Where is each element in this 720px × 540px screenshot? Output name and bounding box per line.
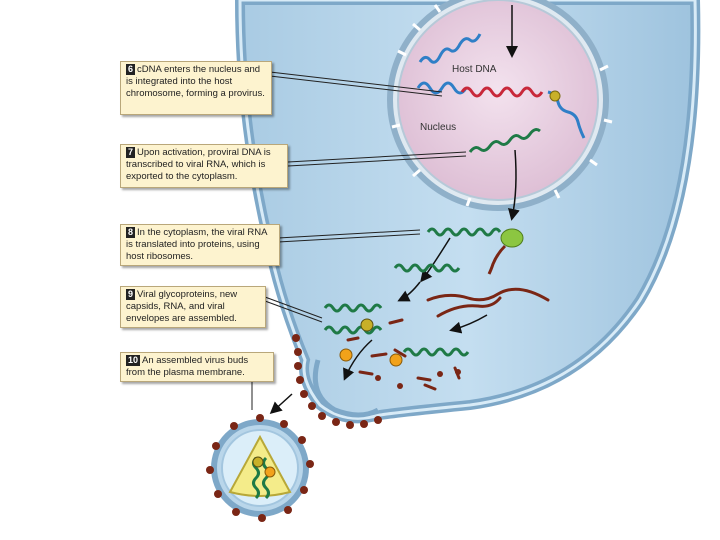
capsid-parts bbox=[339, 318, 403, 367]
viral-protein-dots bbox=[375, 369, 461, 389]
step-number: 10 bbox=[126, 355, 141, 366]
leader-lines bbox=[251, 71, 467, 410]
integrase-marker bbox=[549, 90, 561, 102]
assembly-rna bbox=[323, 303, 470, 357]
step-number: 9 bbox=[126, 289, 136, 300]
ribosome bbox=[500, 228, 524, 248]
nascent-protein bbox=[487, 244, 507, 275]
host-dna-label: Host DNA bbox=[452, 64, 497, 75]
viral-proteins bbox=[346, 287, 550, 391]
step-number: 7 bbox=[126, 147, 136, 158]
step-text: Upon activation, proviral DNA is transcr… bbox=[126, 147, 271, 182]
viral-rna-cytoplasm bbox=[426, 227, 502, 237]
step-text: Viral glycoproteins, new capsids, RNA, a… bbox=[126, 289, 238, 324]
nucleus-label: Nucleus bbox=[420, 122, 457, 133]
step-text: In the cytoplasm, the viral RNA is trans… bbox=[126, 227, 267, 262]
step-number: 6 bbox=[126, 64, 136, 75]
budded-virion bbox=[206, 414, 314, 522]
provirus-dna bbox=[460, 86, 544, 98]
viral-rna-nucleus bbox=[468, 128, 541, 153]
rna-copy-1 bbox=[393, 263, 461, 273]
envelope-glycoproteins bbox=[292, 334, 382, 429]
step-text: An assembled virus buds from the plasma … bbox=[126, 355, 249, 378]
step-text: cDNA enters the nucleus and is integrate… bbox=[126, 64, 265, 99]
step-number: 8 bbox=[126, 227, 136, 238]
